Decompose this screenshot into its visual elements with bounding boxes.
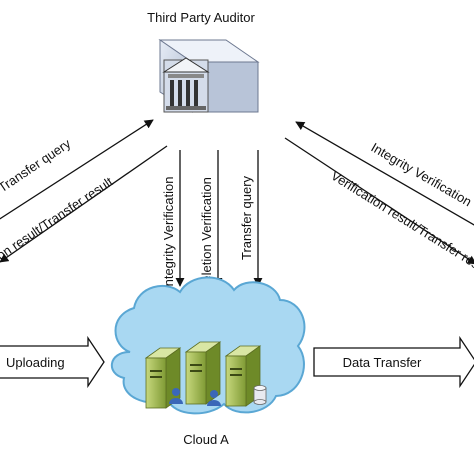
data-transfer-label: Data Transfer <box>343 355 422 370</box>
label-down-integrity: Integrity Verification <box>161 177 176 290</box>
cloud-label: Cloud A <box>183 432 229 447</box>
tpa-label: Third Party Auditor <box>147 10 255 25</box>
uploading-label: Uploading <box>6 355 65 370</box>
arrow-right-result <box>284 137 474 265</box>
label-left-result: ion result/Transfer result <box>0 174 116 265</box>
database-icon <box>253 385 267 405</box>
uploading-arrow <box>0 335 105 389</box>
arrow-left-query <box>0 119 154 220</box>
user-icon <box>169 388 221 406</box>
arrow-left-result <box>0 145 168 263</box>
data-transfer-arrow <box>313 335 474 389</box>
label-down-deletion: Deletion Verification <box>199 177 214 292</box>
label-down-transfer: Transfer query <box>239 175 254 260</box>
server-cluster-icon <box>144 341 262 409</box>
auditor-building-server-icon <box>158 39 260 113</box>
arrow-right-query <box>295 121 474 226</box>
